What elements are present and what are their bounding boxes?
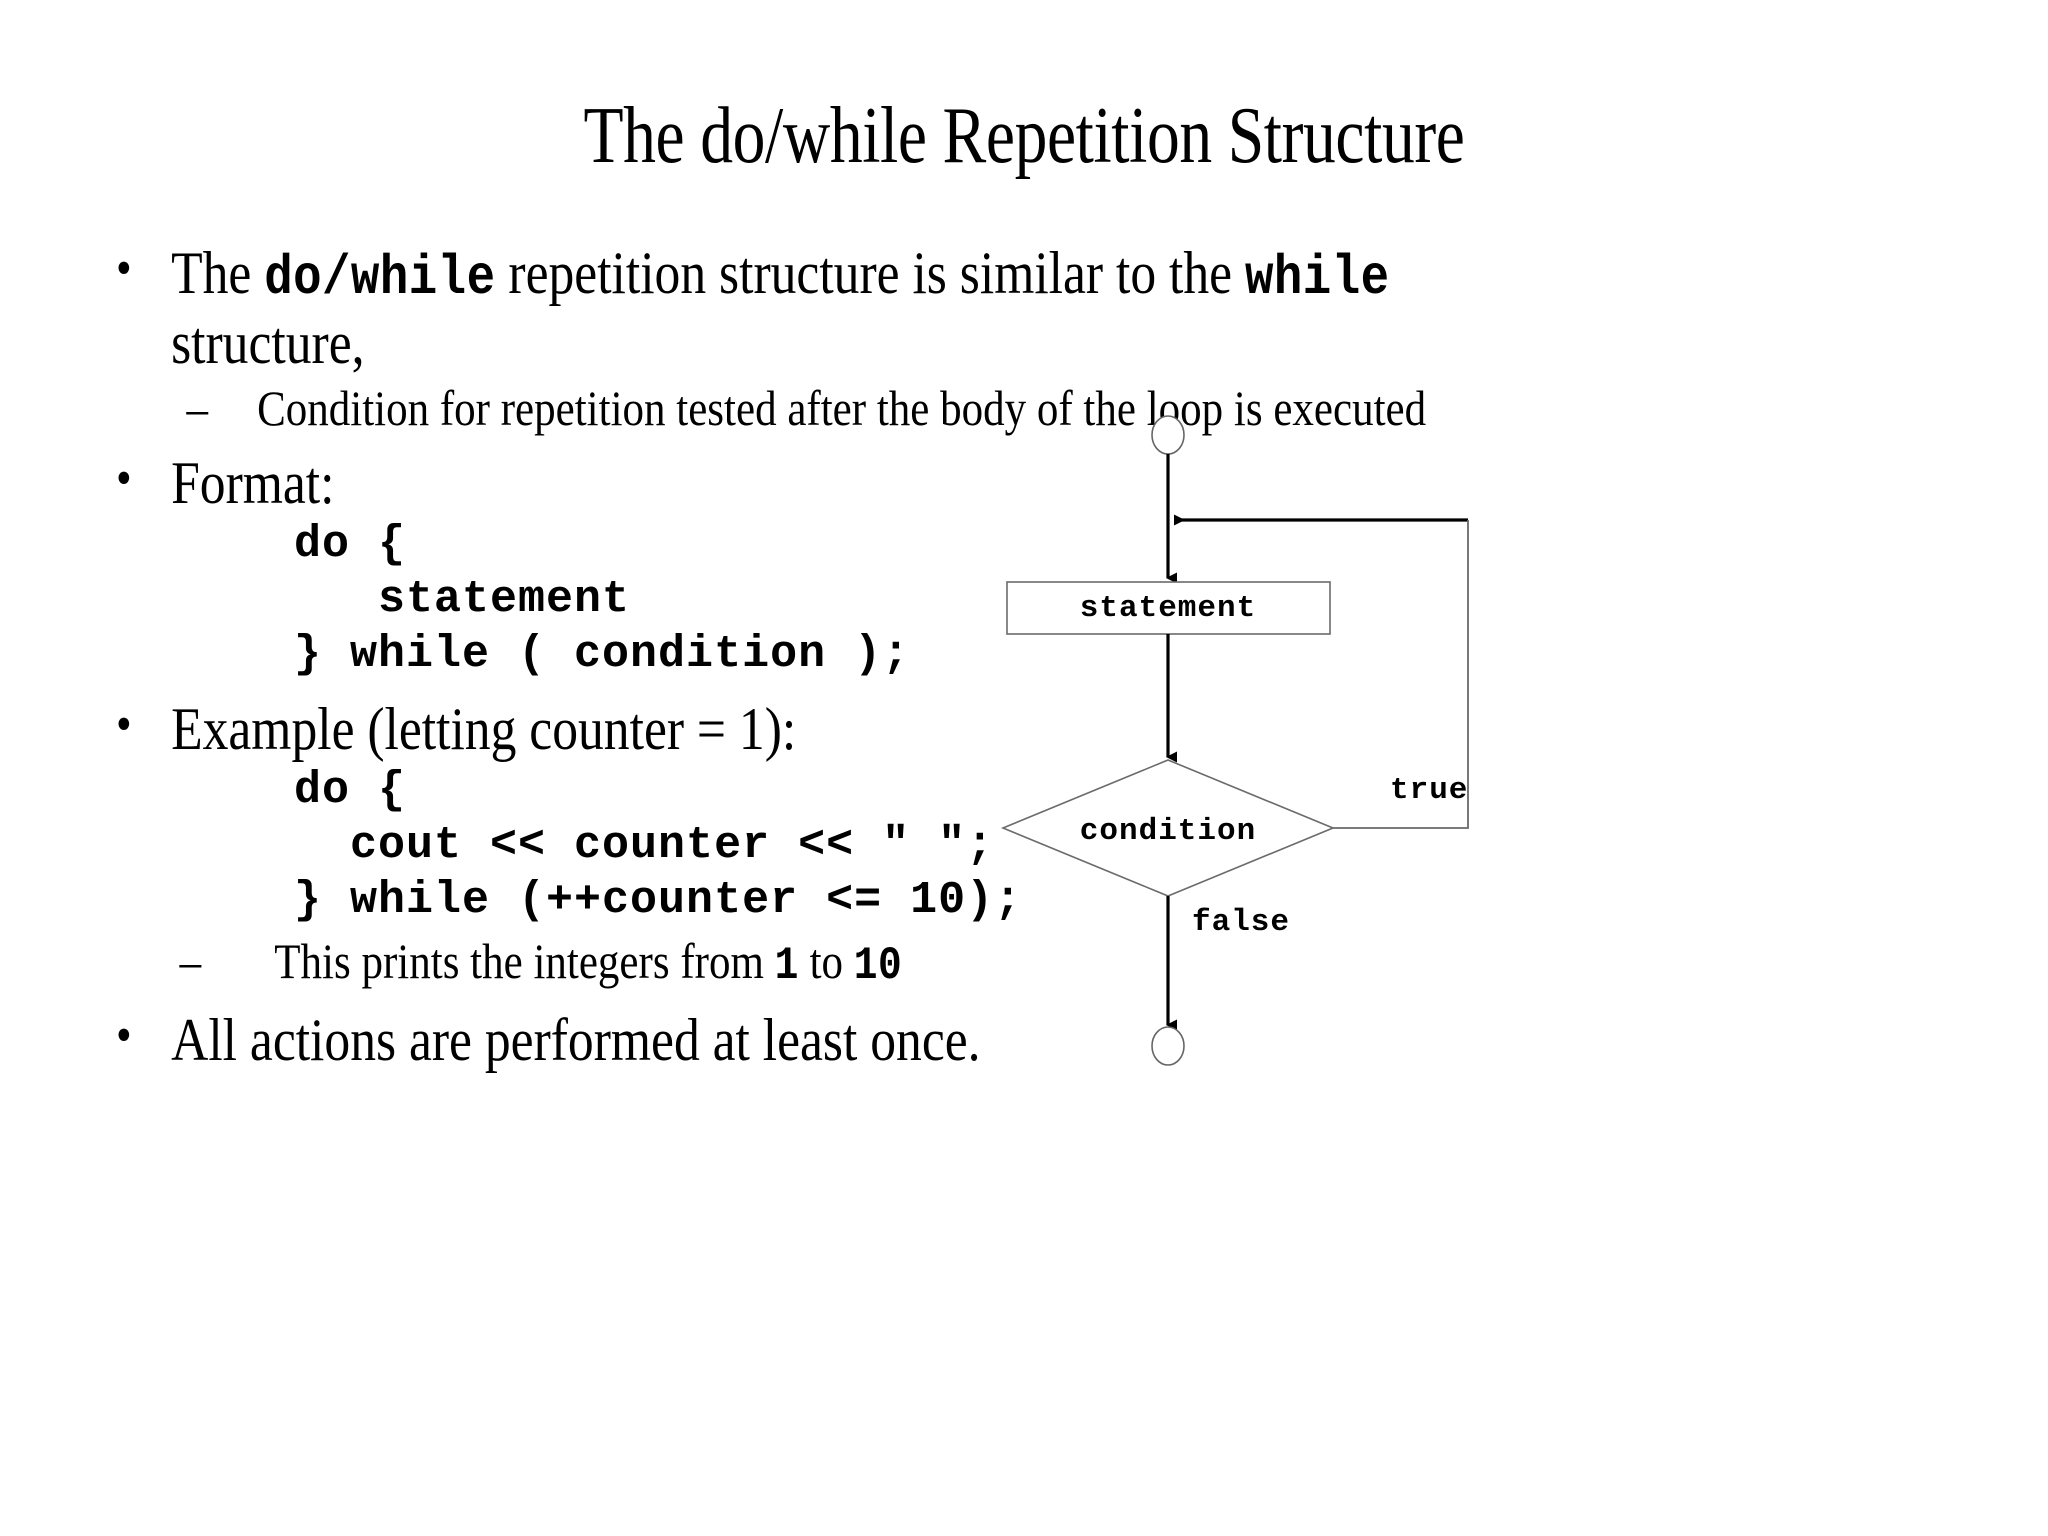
- sub-bullet-text-part: This prints the integers from: [274, 933, 775, 990]
- format-code-line-1: do {: [294, 518, 407, 570]
- sub-bullet-text: Condition for repetition tested after th…: [257, 379, 1427, 436]
- statement-box: [1006, 581, 1331, 635]
- start-circle: [1151, 415, 1185, 455]
- dash-marker: –: [186, 379, 209, 436]
- bullet-text: Format:: [171, 449, 335, 516]
- example-code-line-3: } while (++counter <= 10);: [294, 875, 1023, 927]
- edge-true-branch: [1333, 520, 1469, 829]
- end-circle: [1151, 1026, 1185, 1066]
- bullet-text: All actions are performed at least once.: [171, 1006, 981, 1073]
- bullet-item-last: • All actions are performed at least once…: [104, 1007, 1590, 1073]
- sub-bullet-item-2: – This prints the integers from 1 to 10: [104, 933, 1693, 993]
- true-branch-label: true: [1390, 773, 1468, 808]
- bullet-marker: •: [116, 696, 132, 754]
- false-branch-label: false: [1192, 905, 1290, 940]
- sub-bullet-text-part: to: [798, 933, 854, 990]
- bullet-text-part: structure,: [171, 309, 365, 376]
- format-code-line-3: } while ( condition );: [294, 628, 911, 680]
- keyword-while: while: [1244, 247, 1390, 310]
- bullet-item-example: • Example (letting counter = 1):: [104, 696, 1590, 762]
- bullet-item-1: • The do/while repetition structure is si…: [104, 240, 1590, 376]
- keyword-do-while: do/while: [264, 247, 496, 310]
- format-code-line-2: statement: [294, 573, 631, 625]
- bullet-marker: •: [116, 1006, 132, 1064]
- example-code-line-2: cout << counter << " ";: [294, 820, 995, 872]
- slide-body: • The do/while repetition structure is si…: [104, 240, 1524, 1075]
- bullet-text-part: repetition structure is similar to the: [495, 240, 1245, 306]
- example-code-line-1: do {: [294, 765, 407, 817]
- do-while-flowchart: statement condition true false: [960, 400, 1520, 1080]
- literal-ten: 10: [853, 940, 903, 993]
- statement-box-label: statement: [1080, 591, 1256, 626]
- page-title: The do/while Repetition Structure: [583, 92, 1465, 180]
- bullet-text: Example (letting counter = 1):: [171, 696, 797, 763]
- literal-one: 1: [774, 940, 799, 993]
- sub-bullet-item-1: –Condition for repetition tested after t…: [104, 380, 1676, 436]
- bullet-marker: •: [116, 449, 132, 507]
- bullet-marker: •: [116, 240, 132, 297]
- bullet-item-format: • Format:: [104, 450, 1590, 516]
- condition-diamond-label: condition: [1080, 814, 1256, 849]
- bullet-text-part: The: [171, 240, 265, 306]
- dash-marker: –: [179, 933, 202, 990]
